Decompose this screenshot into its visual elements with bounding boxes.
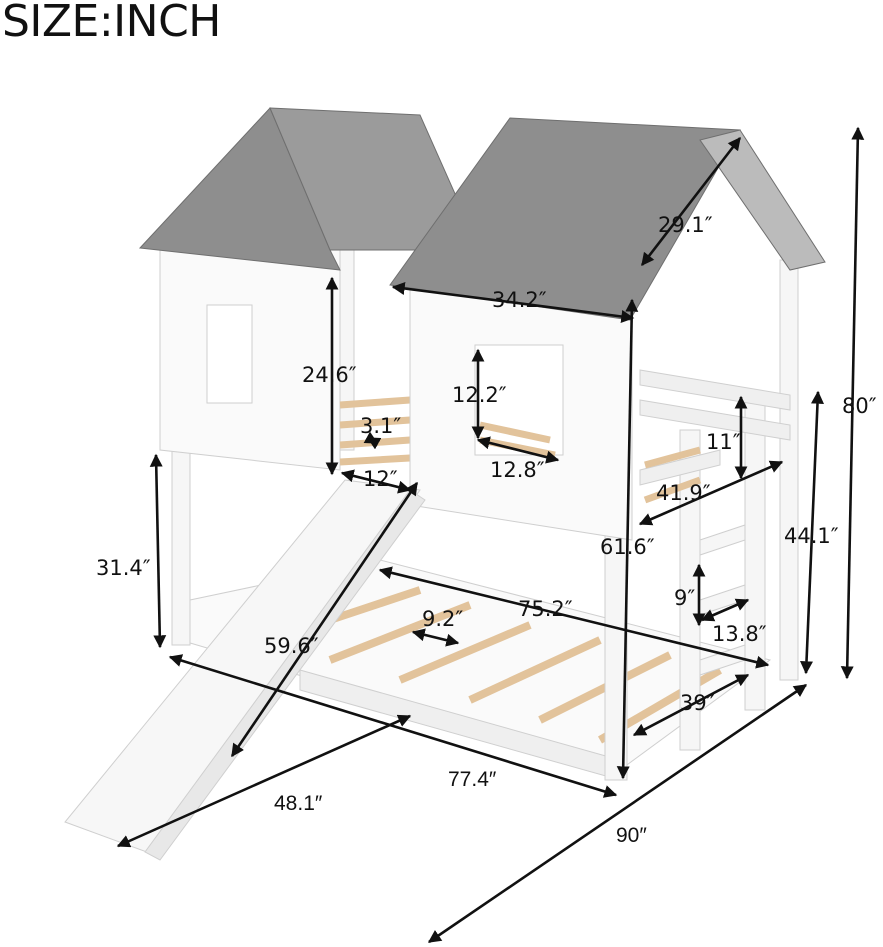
dim-overall-height: 80″ xyxy=(842,394,877,418)
dim-post-height: 61.6″ xyxy=(600,535,655,559)
dim-under-bunk-clearance: 31.4″ xyxy=(96,556,151,580)
dim-mattress-width: 39″ xyxy=(680,691,715,715)
right-house xyxy=(389,117,826,541)
dim-roof-width: 34.2″ xyxy=(492,288,547,312)
dim-window-width: 12.8″ xyxy=(490,458,545,482)
dim-ladder-step-spacing: 9″ xyxy=(674,586,696,610)
dim-bed-length: 77.4″ xyxy=(448,768,497,791)
dim-guardrail-height: 11″ xyxy=(706,430,741,454)
dim-slide-opening: 12″ xyxy=(363,467,398,491)
dimension-arrows xyxy=(116,126,865,944)
dim-guardrail-length: 41.9″ xyxy=(656,481,711,505)
dim-mattress-length: 75.2″ xyxy=(518,597,573,621)
size-unit-title: SIZE:INCH xyxy=(2,0,221,47)
dim-slat-gap-bottom: 9.2″ xyxy=(422,607,464,631)
dim-top-bunk-height: 44.1″ xyxy=(784,524,839,548)
dim-house-wall-height: 24.6″ xyxy=(302,363,357,387)
dim-window-height: 12.2″ xyxy=(452,383,507,407)
left-house xyxy=(138,107,481,471)
dim-slat-gap-top: 3.1″ xyxy=(360,414,402,438)
dim-overall-length: 90″ xyxy=(616,824,647,847)
dim-slide-length: 59.6″ xyxy=(264,634,319,658)
dim-slide-reach: 48.1″ xyxy=(274,792,323,815)
dim-roof-slope: 29.1″ xyxy=(658,213,713,237)
dim-ladder-width: 13.8″ xyxy=(712,622,767,646)
